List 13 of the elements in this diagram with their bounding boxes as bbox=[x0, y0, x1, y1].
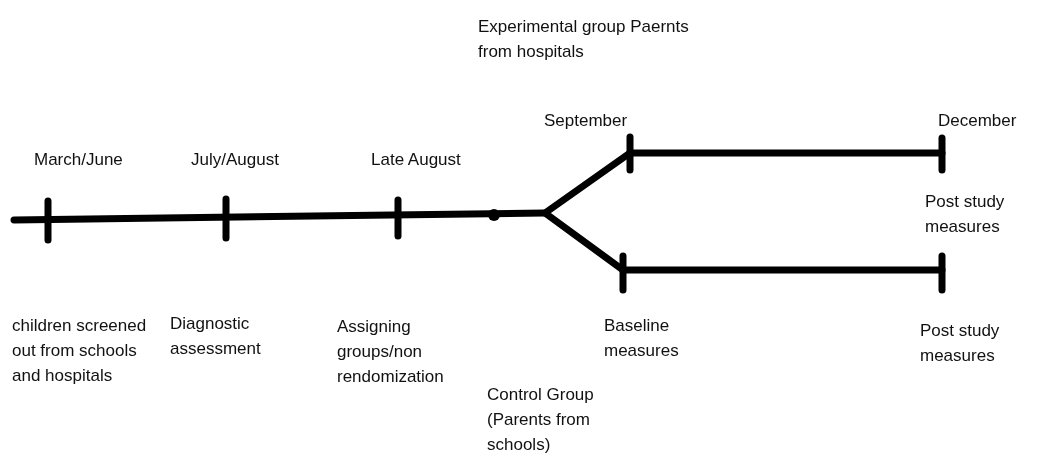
step-label: children screened out from schools and hospitals bbox=[12, 315, 147, 387]
date-label: December bbox=[938, 110, 1018, 132]
step-label: Post study measures bbox=[920, 320, 1001, 367]
step-label: Baseline measures bbox=[604, 315, 680, 362]
step-label: Diagnostic assessment bbox=[170, 313, 262, 360]
date-label: September bbox=[544, 110, 629, 132]
date-label: July/August bbox=[191, 149, 280, 171]
step-label: Assigning groups/non rendomization bbox=[337, 316, 445, 388]
group-label: Experimental group Paernts from hospitals bbox=[478, 16, 690, 63]
date-label: March/June bbox=[34, 149, 124, 171]
step-label: Post study measures bbox=[925, 191, 1006, 238]
group-label: Control Group (Parents from schools) bbox=[487, 384, 595, 455]
date-label: Late August bbox=[371, 149, 462, 171]
